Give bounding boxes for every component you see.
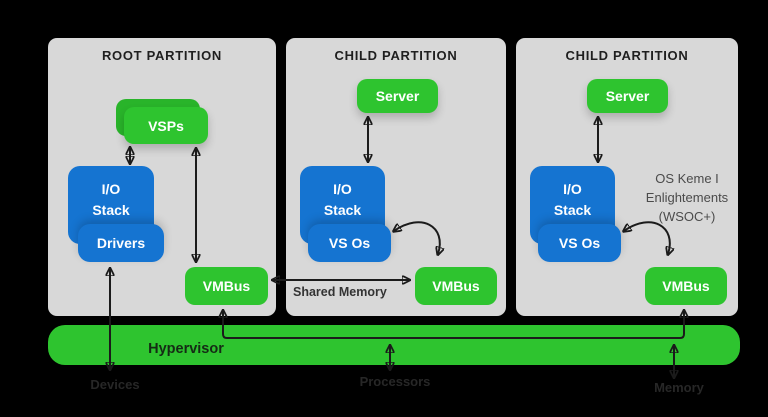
- io-stack-line1: I/O: [101, 181, 121, 197]
- vmbus-root-label: VMBus: [202, 278, 251, 294]
- partition-child-2-title: CHILD PARTITION: [565, 48, 689, 63]
- note-line3: (WSOC+): [658, 209, 716, 224]
- drivers-label: Drivers: [96, 235, 146, 251]
- vmbus-2-label: VMBus: [662, 278, 710, 294]
- server-box-child-2: Server: [587, 79, 668, 113]
- server-1-label: Server: [375, 88, 420, 104]
- vmbus-box-child-2: VMBus: [645, 267, 727, 305]
- vs-os-box-child-2: VS Os: [538, 224, 621, 262]
- partition-child-1-title: CHILD PARTITION: [334, 48, 458, 63]
- partition-child-2: CHILD PARTITION Server I/O Stack VS Os V…: [516, 38, 738, 316]
- server-2-label: Server: [605, 88, 650, 104]
- vs-os-box-child-1: VS Os: [308, 224, 391, 262]
- drivers-box: Drivers: [78, 224, 164, 262]
- devices-label: Devices: [90, 377, 140, 392]
- vsps-box: VSPs: [124, 107, 208, 144]
- vsps-label: VSPs: [148, 117, 184, 134]
- vs-os-1-label: VS Os: [328, 235, 371, 251]
- vmbus-box-child-1: VMBus: [415, 267, 497, 305]
- io-stack-1-line1: I/O: [333, 181, 352, 197]
- hypervisor-label: Hypervisor: [148, 341, 224, 357]
- kernel-enlightenments-note: OS Keme I Enlightements (WSOC+): [630, 169, 744, 226]
- note-line2: Enlightements: [645, 190, 729, 205]
- io-stack-2-line1: I/O: [563, 181, 582, 197]
- shared-memory-label: Shared Memory: [293, 285, 387, 299]
- io-stack-1-line2: Stack: [323, 202, 362, 218]
- memory-label: Memory: [654, 380, 704, 395]
- processors-label: Processors: [359, 374, 431, 389]
- server-box-child-1: Server: [357, 79, 438, 113]
- vmbus-box-root: VMBus: [185, 267, 268, 305]
- io-stack-2-line2: Stack: [553, 202, 592, 218]
- partition-child-1: CHILD PARTITION Server I/O Stack VS Os V…: [286, 38, 506, 316]
- vs-os-2-label: VS Os: [558, 235, 601, 251]
- partition-root: ROOT PARTITION VSPs I/O Stack Drivers VM…: [48, 38, 276, 316]
- note-line1: OS Keme I: [655, 171, 719, 186]
- partition-root-title: ROOT PARTITION: [101, 48, 223, 63]
- vmbus-1-label: VMBus: [432, 278, 480, 294]
- io-stack-line2: Stack: [92, 202, 130, 218]
